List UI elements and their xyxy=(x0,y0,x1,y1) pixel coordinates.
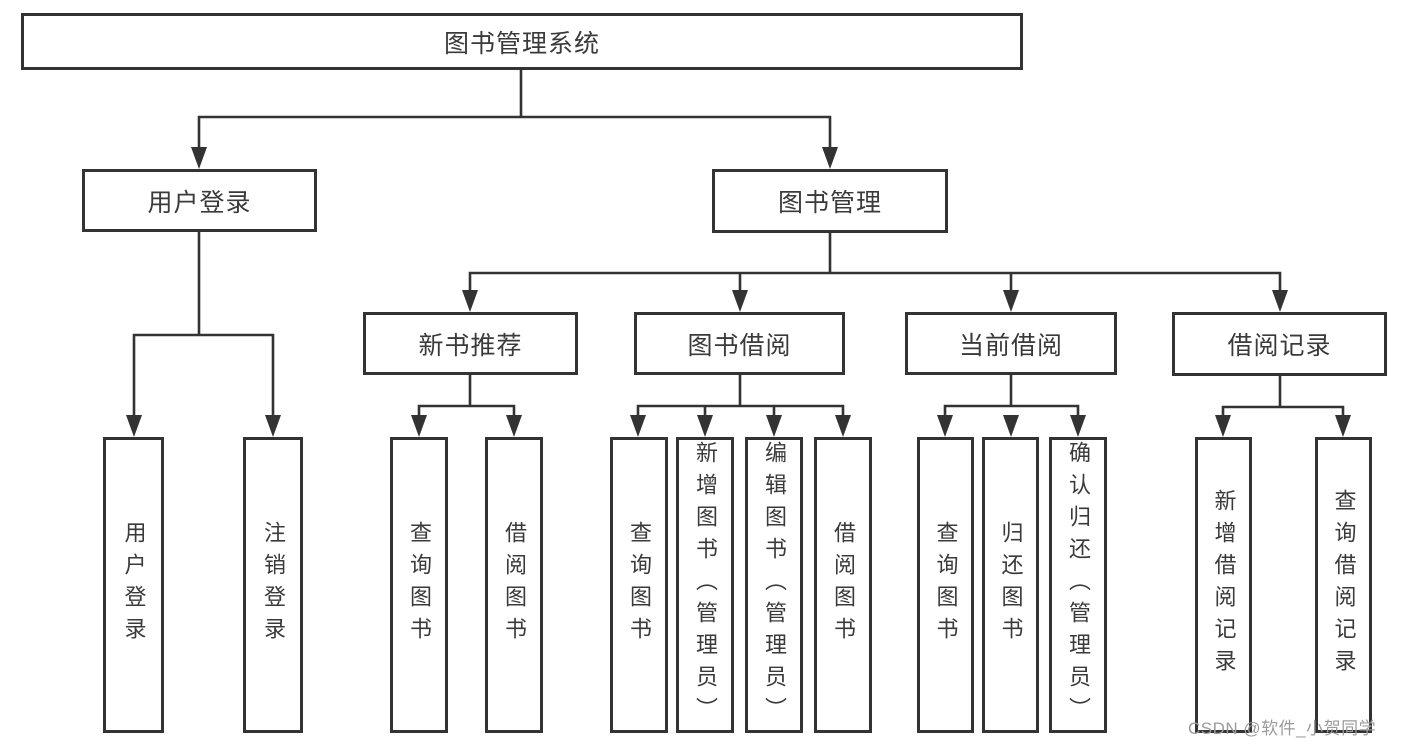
node-label: 新增图书（管理员） xyxy=(693,441,718,729)
node-records-add-record: 新增借阅记录 xyxy=(1195,437,1252,733)
node-borrowing-add-books-admin: 新增图书（管理员） xyxy=(676,437,734,733)
node-book-management: 图书管理 xyxy=(712,169,948,233)
node-label: 图书管理 xyxy=(777,189,882,217)
node-recommend-borrow-books: 借阅图书 xyxy=(485,437,543,733)
node-current-confirm-return-admin: 确认归还（管理员） xyxy=(1049,437,1107,733)
node-label: 借阅记录 xyxy=(1227,332,1332,360)
node-borrowing-borrow-books: 借阅图书 xyxy=(814,437,872,733)
node-label: 图书借阅 xyxy=(687,331,792,360)
node-new-book-recommendation: 新书推荐 xyxy=(363,312,578,375)
node-label: 用户登录 xyxy=(121,521,147,649)
node-label: 确认归还（管理员） xyxy=(1066,441,1091,729)
node-label: 借阅图书 xyxy=(502,521,527,649)
node-label: 编辑图书（管理员） xyxy=(762,441,787,729)
node-book-borrowing: 图书借阅 xyxy=(634,312,845,375)
node-label: 查询图书 xyxy=(407,521,432,649)
node-label: 新增借阅记录 xyxy=(1211,489,1237,681)
node-current-query-books: 查询图书 xyxy=(917,437,974,733)
arrowhead-icons xyxy=(126,147,1351,437)
node-label: 查询借阅记录 xyxy=(1331,489,1357,681)
node-label: 查询图书 xyxy=(627,521,652,649)
watermark: CSDN @软件_小贺同学 xyxy=(1188,719,1377,738)
node-user-login-action: 用户登录 xyxy=(103,437,164,733)
node-label: 用户登录 xyxy=(147,188,252,217)
node-label: 借阅图书 xyxy=(831,521,856,649)
node-label: 当前借阅 xyxy=(958,331,1063,360)
node-records-query-record: 查询借阅记录 xyxy=(1315,437,1372,733)
node-logout-action: 注销登录 xyxy=(243,437,303,733)
connector-lines xyxy=(132,68,1345,422)
node-library-management-system: 图书管理系统 xyxy=(21,13,1023,70)
node-current-borrowing: 当前借阅 xyxy=(905,312,1117,375)
node-label: 查询图书 xyxy=(933,521,959,649)
node-label: 归还图书 xyxy=(998,521,1024,649)
node-user-login: 用户登录 xyxy=(82,169,317,232)
node-borrowing-edit-books-admin: 编辑图书（管理员） xyxy=(745,437,803,733)
node-recommend-query-books: 查询图书 xyxy=(390,437,448,733)
node-label: 图书管理系统 xyxy=(443,29,600,58)
node-label: 新书推荐 xyxy=(418,331,523,360)
node-borrowing-records: 借阅记录 xyxy=(1172,312,1387,376)
node-label: 注销登录 xyxy=(261,521,286,649)
node-current-return-books: 归还图书 xyxy=(982,437,1039,733)
node-borrowing-query-books: 查询图书 xyxy=(610,437,668,733)
